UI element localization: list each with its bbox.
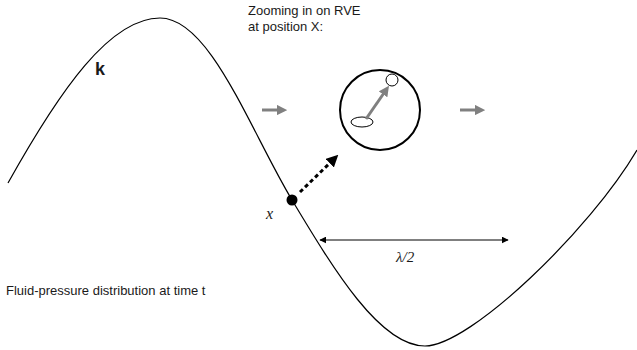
dimension-label: λ/2 (396, 248, 414, 267)
figure-note: Fluid-pressure distribution at time t (6, 283, 205, 299)
flow-arrow (460, 109, 480, 112)
grain-arrow (366, 90, 386, 119)
half-wavelength-dimension (320, 240, 508, 241)
rve-circle (340, 70, 420, 150)
position-label: x (266, 204, 273, 224)
grain-circle (386, 74, 398, 86)
tensor-symbol: k (95, 58, 105, 81)
position-dot (287, 195, 298, 206)
flow-arrow (262, 109, 282, 112)
pore-ellipse (351, 117, 373, 127)
zoom-arrow (300, 159, 334, 192)
zoom-caption: Zooming in on RVE at position X: (248, 3, 372, 36)
